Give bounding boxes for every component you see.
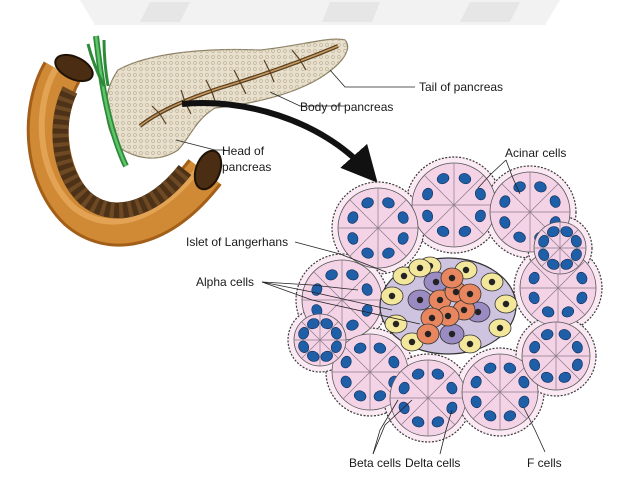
nucleus: [475, 309, 481, 315]
nucleus: [467, 341, 473, 347]
acinus: [412, 163, 496, 247]
nucleus: [425, 331, 431, 337]
label-islet-of-langerhans: Islet of Langerhans: [186, 235, 288, 249]
acinus: [534, 222, 586, 274]
acinus: [522, 322, 590, 390]
nucleus: [393, 321, 399, 327]
acinus: [294, 314, 346, 366]
acinus: [338, 188, 418, 268]
nucleus: [417, 265, 423, 271]
label-acinar-cells: Acinar cells: [505, 146, 566, 160]
label-beta-cells: Beta cells: [349, 456, 401, 470]
nucleus: [449, 331, 455, 337]
label-body-of-pancreas: Body of pancreas: [300, 100, 393, 114]
nucleus: [389, 293, 395, 299]
background-watermark: [80, 0, 560, 25]
nucleus: [503, 301, 509, 307]
label-tail-of-pancreas: Tail of pancreas: [419, 80, 503, 94]
nucleus: [401, 273, 407, 279]
nucleus: [437, 297, 443, 303]
islet-of-langerhans: [380, 257, 517, 354]
nucleus: [467, 291, 473, 297]
islet-tissue-cluster: [288, 157, 602, 442]
label-f-cells: F cells: [527, 456, 562, 470]
nucleus: [409, 339, 415, 345]
nucleus: [433, 279, 439, 285]
nucleus: [497, 325, 503, 331]
nucleus: [453, 289, 459, 295]
acinus: [390, 360, 466, 436]
nucleus: [445, 313, 451, 319]
pancreas: [106, 39, 347, 158]
label-head-of-pancreas-line1: Head of: [222, 144, 264, 158]
nucleus: [417, 297, 423, 303]
label-delta-cells: Delta cells: [405, 456, 460, 470]
nucleus: [461, 307, 467, 313]
label-head-of-pancreas-line2: pancreas: [222, 160, 271, 174]
nucleus: [489, 279, 495, 285]
nucleus: [429, 315, 435, 321]
nucleus: [449, 275, 455, 281]
nucleus: [463, 267, 469, 273]
label-alpha-cells: Alpha cells: [196, 275, 254, 289]
